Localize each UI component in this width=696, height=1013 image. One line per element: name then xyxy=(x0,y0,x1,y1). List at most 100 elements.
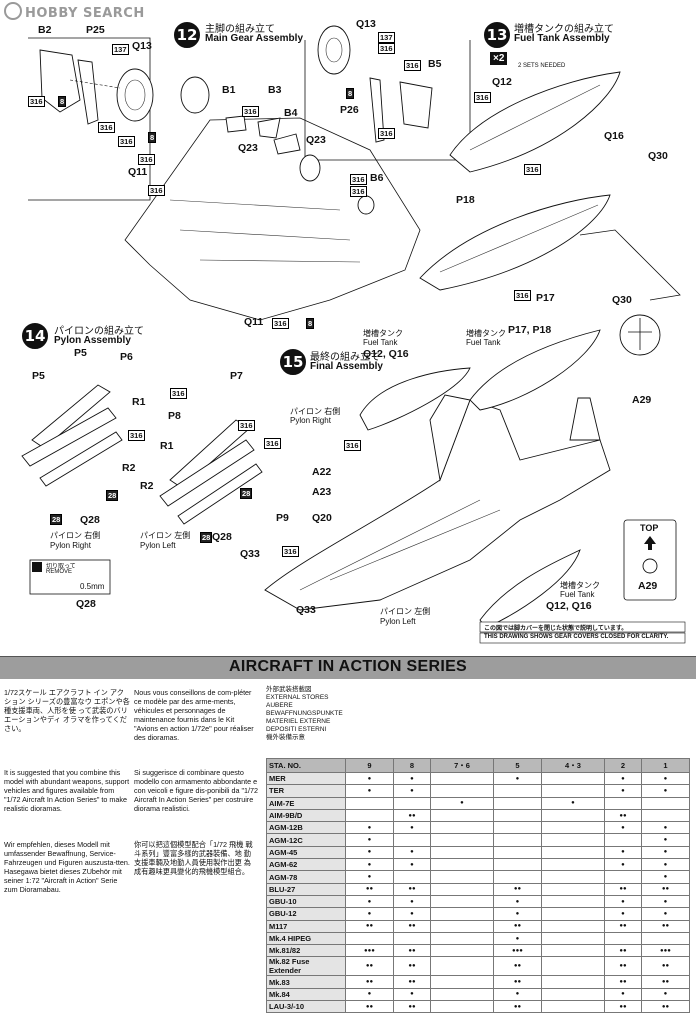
label-p9: P9 xyxy=(276,512,289,524)
launcher-r1-right xyxy=(21,407,117,467)
stores-row: GBU-10●●●●● xyxy=(266,894,691,909)
label-p18: P18 xyxy=(456,194,475,206)
store-mark xyxy=(429,919,494,933)
label-q12-q16-b: Q12, Q16 xyxy=(546,600,592,612)
stores-row: AGM-12C●● xyxy=(266,833,691,847)
wheel-hub-right xyxy=(325,37,343,63)
store-mark: ● xyxy=(392,771,431,786)
store-name: Mk.83 xyxy=(266,975,346,989)
label-r2-a: R2 xyxy=(122,462,136,474)
callout-316-u: 316 xyxy=(282,546,299,557)
store-mark: ●● xyxy=(603,882,642,896)
store-mark xyxy=(392,870,431,884)
pylon-right-en: Pylon Right xyxy=(50,541,91,550)
store-mark: ●● xyxy=(345,1000,394,1013)
store-mark xyxy=(540,987,605,1002)
step-15-title-jp: 最終の組み立て xyxy=(310,352,380,363)
store-mark: ● xyxy=(392,987,431,1002)
step-12-title-en: Main Gear Assembly xyxy=(205,33,304,44)
stores-row: AIM-7E●● xyxy=(266,796,691,810)
store-mark: ●● xyxy=(345,882,394,896)
step-14-title-en: Pylon Assembly xyxy=(54,335,131,346)
label-a22: A22 xyxy=(312,466,332,478)
fuel-tank-jp-b: 増槽タンク xyxy=(466,329,506,338)
fuel-tank-upper xyxy=(449,71,621,173)
step-14-title-jp: パイロンの組み立て xyxy=(54,326,144,337)
aircraft-tail xyxy=(569,397,601,441)
store-mark: ●●● xyxy=(492,944,542,958)
store-mark xyxy=(540,882,605,896)
stores-row: Mk.82 Fuse Extender●●●●●●●●●● xyxy=(266,956,691,977)
stores-row: Mk.83●●●●●●●●●● xyxy=(266,975,691,989)
launcher-r2-left xyxy=(177,463,263,525)
store-mark: ● xyxy=(429,796,494,810)
stores-row: AGM-45●●●● xyxy=(266,845,691,860)
part-b6 xyxy=(357,195,375,215)
part-q23 xyxy=(299,154,321,182)
paragraph-cn: 你可以把這個模型配合「1/72 飛機 戰斗系列」豐富多樣的武器裝備、地 勤支援車… xyxy=(134,840,253,876)
store-name: AGM-12B xyxy=(266,821,346,835)
stores-row: Mk.84●●●●● xyxy=(266,987,691,1002)
store-mark xyxy=(540,845,605,860)
callout-316-q: 316 xyxy=(170,388,187,399)
stores-row: BLU-27●●●●●●●●●● xyxy=(266,882,691,896)
step-13-title-jp: 増槽タンクの組み立て xyxy=(514,24,614,35)
paragraph-fr: Nous vous conseillons de com-pléter ce m… xyxy=(134,688,254,742)
aircraft-wing-upper xyxy=(429,394,471,482)
store-mark: ●● xyxy=(492,956,542,977)
series-band xyxy=(0,656,696,679)
store-mark xyxy=(540,919,605,933)
pylon-right-en-b: Pylon Right xyxy=(290,416,331,425)
store-mark: ●● xyxy=(640,919,691,933)
store-mark: ● xyxy=(392,784,431,798)
pylon-left-jp: パイロン 左側 xyxy=(140,531,191,540)
a29-part-icon xyxy=(642,558,658,574)
store-mark xyxy=(492,858,542,872)
launcher-r1-left xyxy=(159,439,255,507)
station-header: 1 xyxy=(640,758,691,773)
store-mark: ● xyxy=(392,821,431,835)
wheel-q13-left xyxy=(116,68,154,122)
callout-137-left: 137 xyxy=(112,44,129,55)
store-mark xyxy=(540,956,605,977)
store-mark: ● xyxy=(640,870,691,884)
store-mark xyxy=(540,833,605,847)
part-b4 xyxy=(273,133,301,155)
store-mark xyxy=(429,931,494,946)
stores-title-line: 機外裝備示意 xyxy=(266,734,305,741)
label-q28-c: Q28 xyxy=(76,598,96,610)
part-b5 xyxy=(399,81,433,129)
store-mark xyxy=(429,944,494,958)
store-mark: ●● xyxy=(640,975,691,989)
note-box-en xyxy=(479,632,686,644)
label-b2: B2 xyxy=(38,24,52,36)
store-name: AIM-7E xyxy=(266,796,346,810)
store-name: MER xyxy=(266,771,346,786)
store-mark: ● xyxy=(603,907,642,921)
store-mark: ●● xyxy=(392,882,431,896)
store-mark: ● xyxy=(603,858,642,872)
step-12-title-jp: 主脚の組み立て xyxy=(205,24,275,35)
store-mark: ●● xyxy=(603,919,642,933)
callout-316-l: 316 xyxy=(378,128,395,139)
store-mark: ● xyxy=(345,987,394,1002)
callout-316-n: 316 xyxy=(524,164,541,175)
store-mark: ● xyxy=(345,870,394,884)
label-q33-b: Q33 xyxy=(296,604,316,616)
wheel-hub-left xyxy=(124,79,146,111)
paragraph-it: Si suggerisce di combinare questo modell… xyxy=(134,768,259,813)
store-mark xyxy=(492,796,542,810)
stores-title: 外部武装搭載図 EXTERNAL STORES AUBERE BEWAFFNUN… xyxy=(266,686,343,742)
store-name: AGM-45 xyxy=(266,845,346,860)
store-mark: ● xyxy=(603,987,642,1002)
store-mark: ● xyxy=(603,894,642,909)
store-mark: ● xyxy=(603,821,642,835)
label-q23-b: Q23 xyxy=(306,134,326,146)
label-q33-a: Q33 xyxy=(240,548,260,560)
top-label: TOP xyxy=(640,523,659,533)
store-mark: ●● xyxy=(392,944,431,958)
label-b6: B6 xyxy=(370,172,384,184)
part-p25 xyxy=(77,59,99,125)
store-mark: ●● xyxy=(392,919,431,933)
callout-28-b: 28 xyxy=(50,514,63,525)
